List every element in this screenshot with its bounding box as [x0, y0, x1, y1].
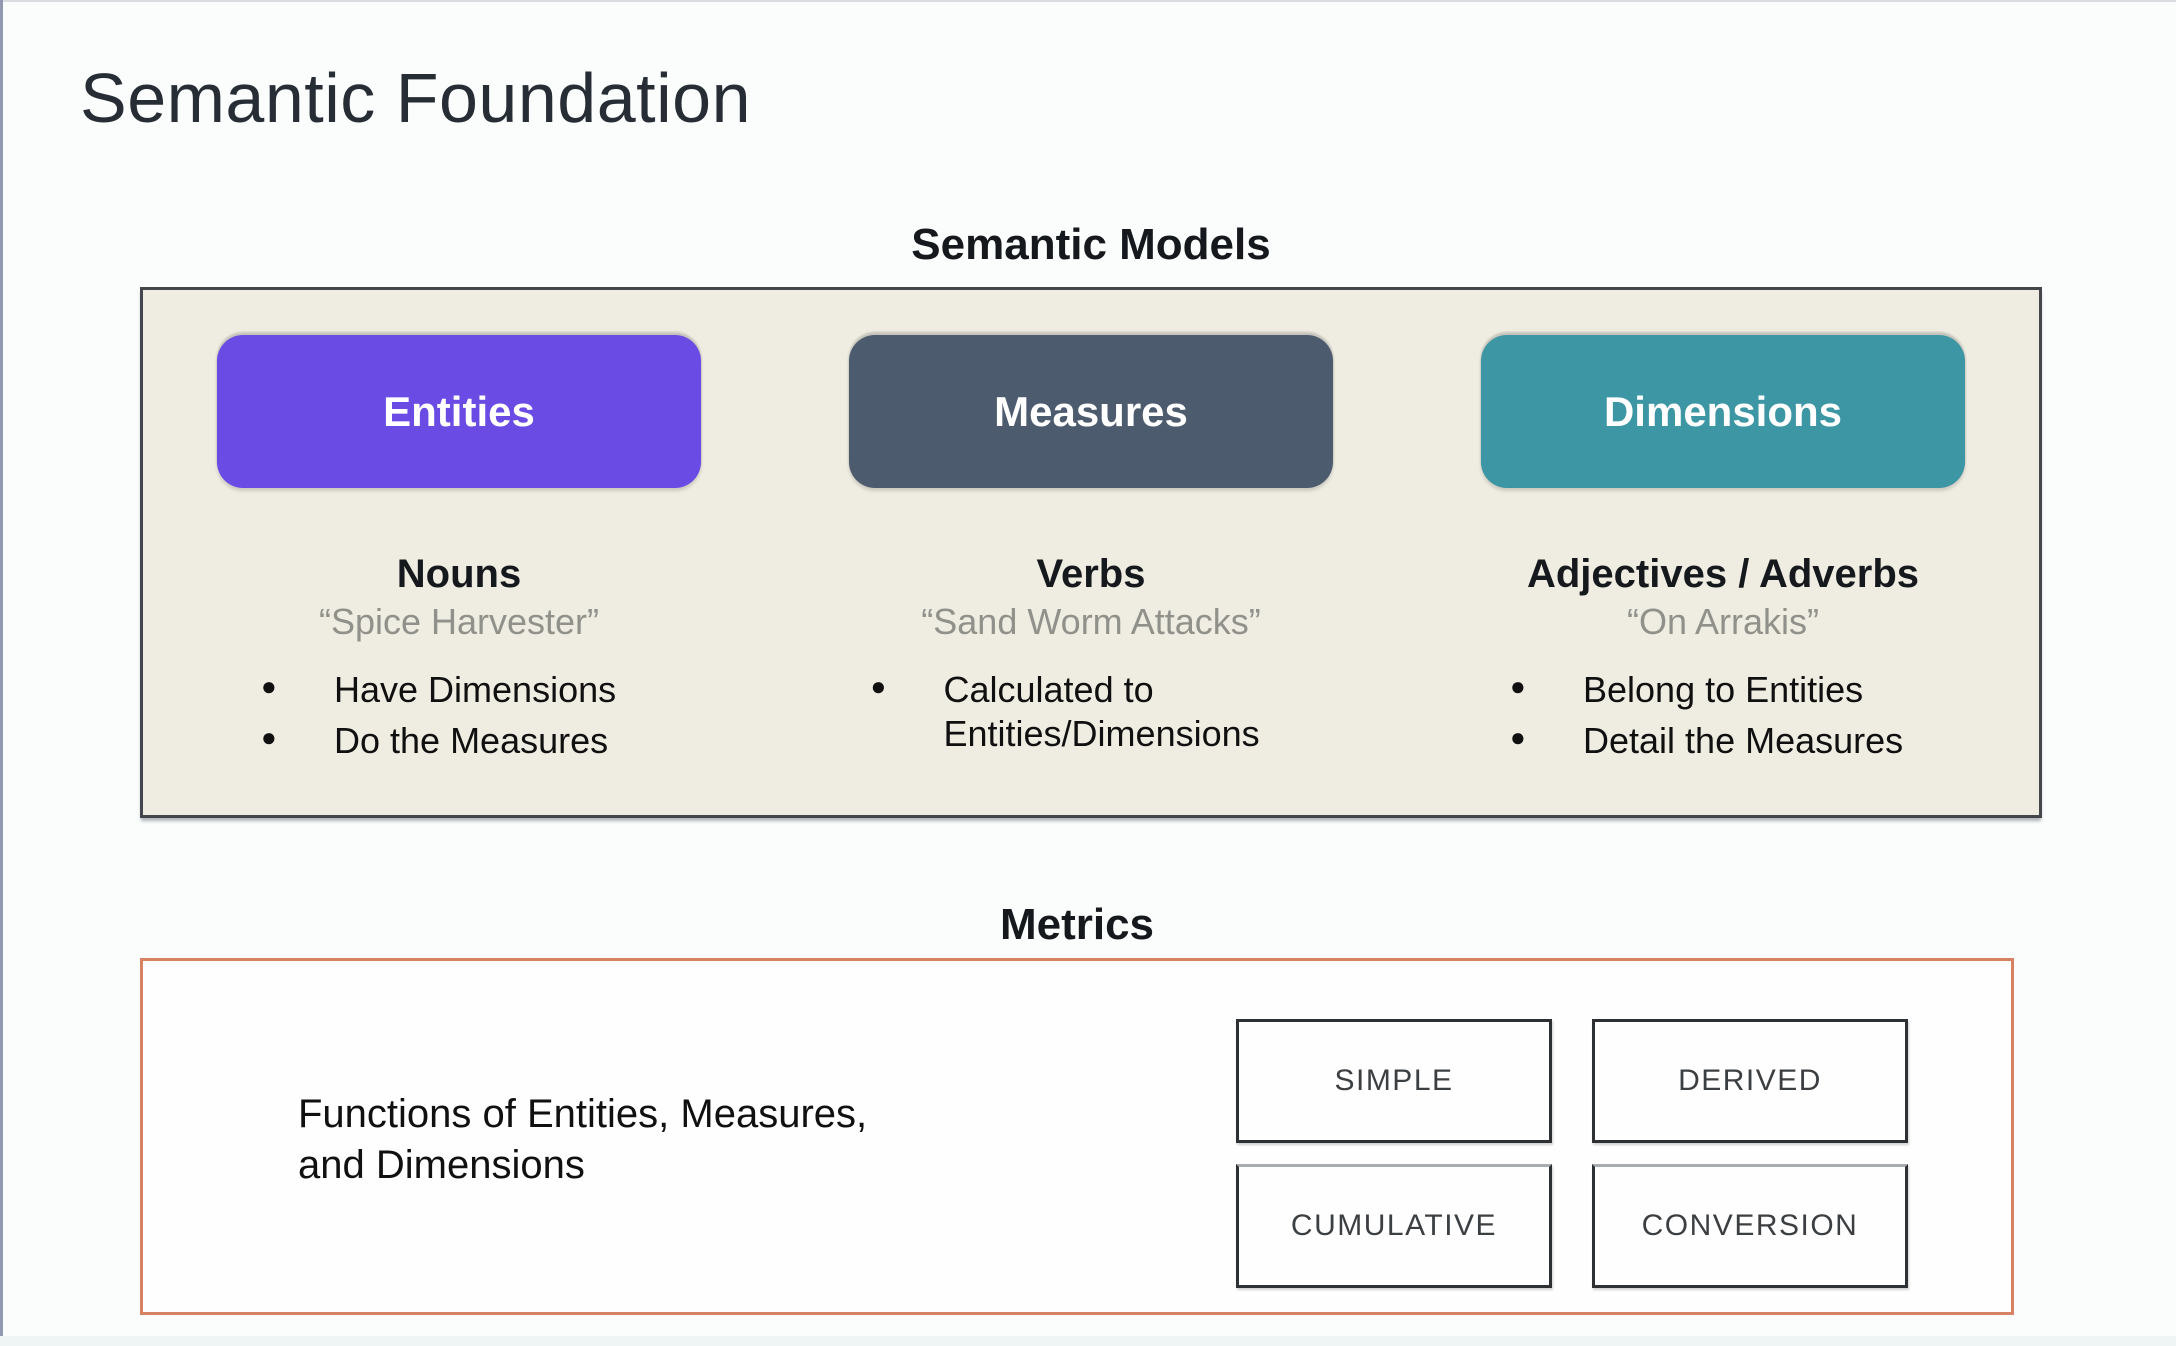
bottom-frame-strip [0, 1336, 2176, 1346]
entities-column: Entities Nouns “Spice Harvester” Have Di… [143, 335, 775, 815]
entities-node: Entities [217, 335, 701, 488]
metrics-heading: Metrics [999, 900, 1155, 949]
metrics-description-line2: and Dimensions [298, 1143, 585, 1188]
metrics-description-line1: Functions of Entities, Measures, [298, 1092, 868, 1136]
top-frame-line [0, 0, 2176, 2]
measures-example-quote: “Sand Worm Attacks” [921, 601, 1261, 642]
dimensions-example-quote: “On Arrakis” [1626, 601, 1820, 642]
metrics-description: Functions of Entities, Measures, and Dim… [298, 1089, 867, 1191]
metric-type-simple: SIMPLE [1236, 1019, 1552, 1143]
measures-node: Measures [849, 335, 1333, 488]
measures-role-label: Verbs [1036, 552, 1146, 596]
page-title: Semantic Foundation [80, 59, 752, 137]
bullet-item: Do the Measures [259, 719, 659, 762]
semantic-models-panel: Entities Nouns “Spice Harvester” Have Di… [140, 287, 2042, 818]
dimensions-column: Dimensions Adjectives / Adverbs “On Arra… [1407, 335, 2039, 815]
left-frame-line [0, 0, 3, 1346]
entities-example-quote: “Spice Harvester” [318, 601, 600, 642]
dimensions-bullet-list: Belong to Entities Detail the Measures [1508, 668, 1938, 768]
bullet-item: Detail the Measures [1508, 719, 1938, 762]
semantic-models-heading: Semantic Models [911, 220, 1271, 269]
dimensions-node: Dimensions [1481, 335, 1965, 488]
metric-type-cumulative: CUMULATIVE [1236, 1164, 1552, 1288]
dimensions-role-label: Adjectives / Adverbs [1526, 552, 1919, 596]
measures-column: Measures Verbs “Sand Worm Attacks” Calcu… [775, 335, 1407, 815]
entities-role-label: Nouns [396, 552, 522, 596]
metric-type-derived: DERIVED [1592, 1019, 1908, 1143]
bullet-item: Belong to Entities [1508, 668, 1938, 711]
bullet-item: Have Dimensions [259, 668, 659, 711]
metric-type-conversion: CONVERSION [1592, 1164, 1908, 1288]
metrics-panel: Functions of Entities, Measures, and Dim… [140, 958, 2014, 1315]
measures-bullet-list: Calculated to Entities/Dimensions [869, 668, 1314, 761]
entities-bullet-list: Have Dimensions Do the Measures [259, 668, 659, 768]
metric-type-grid: SIMPLE DERIVED CUMULATIVE CONVERSION [1236, 1019, 1908, 1288]
bullet-item: Calculated to Entities/Dimensions [869, 668, 1314, 754]
